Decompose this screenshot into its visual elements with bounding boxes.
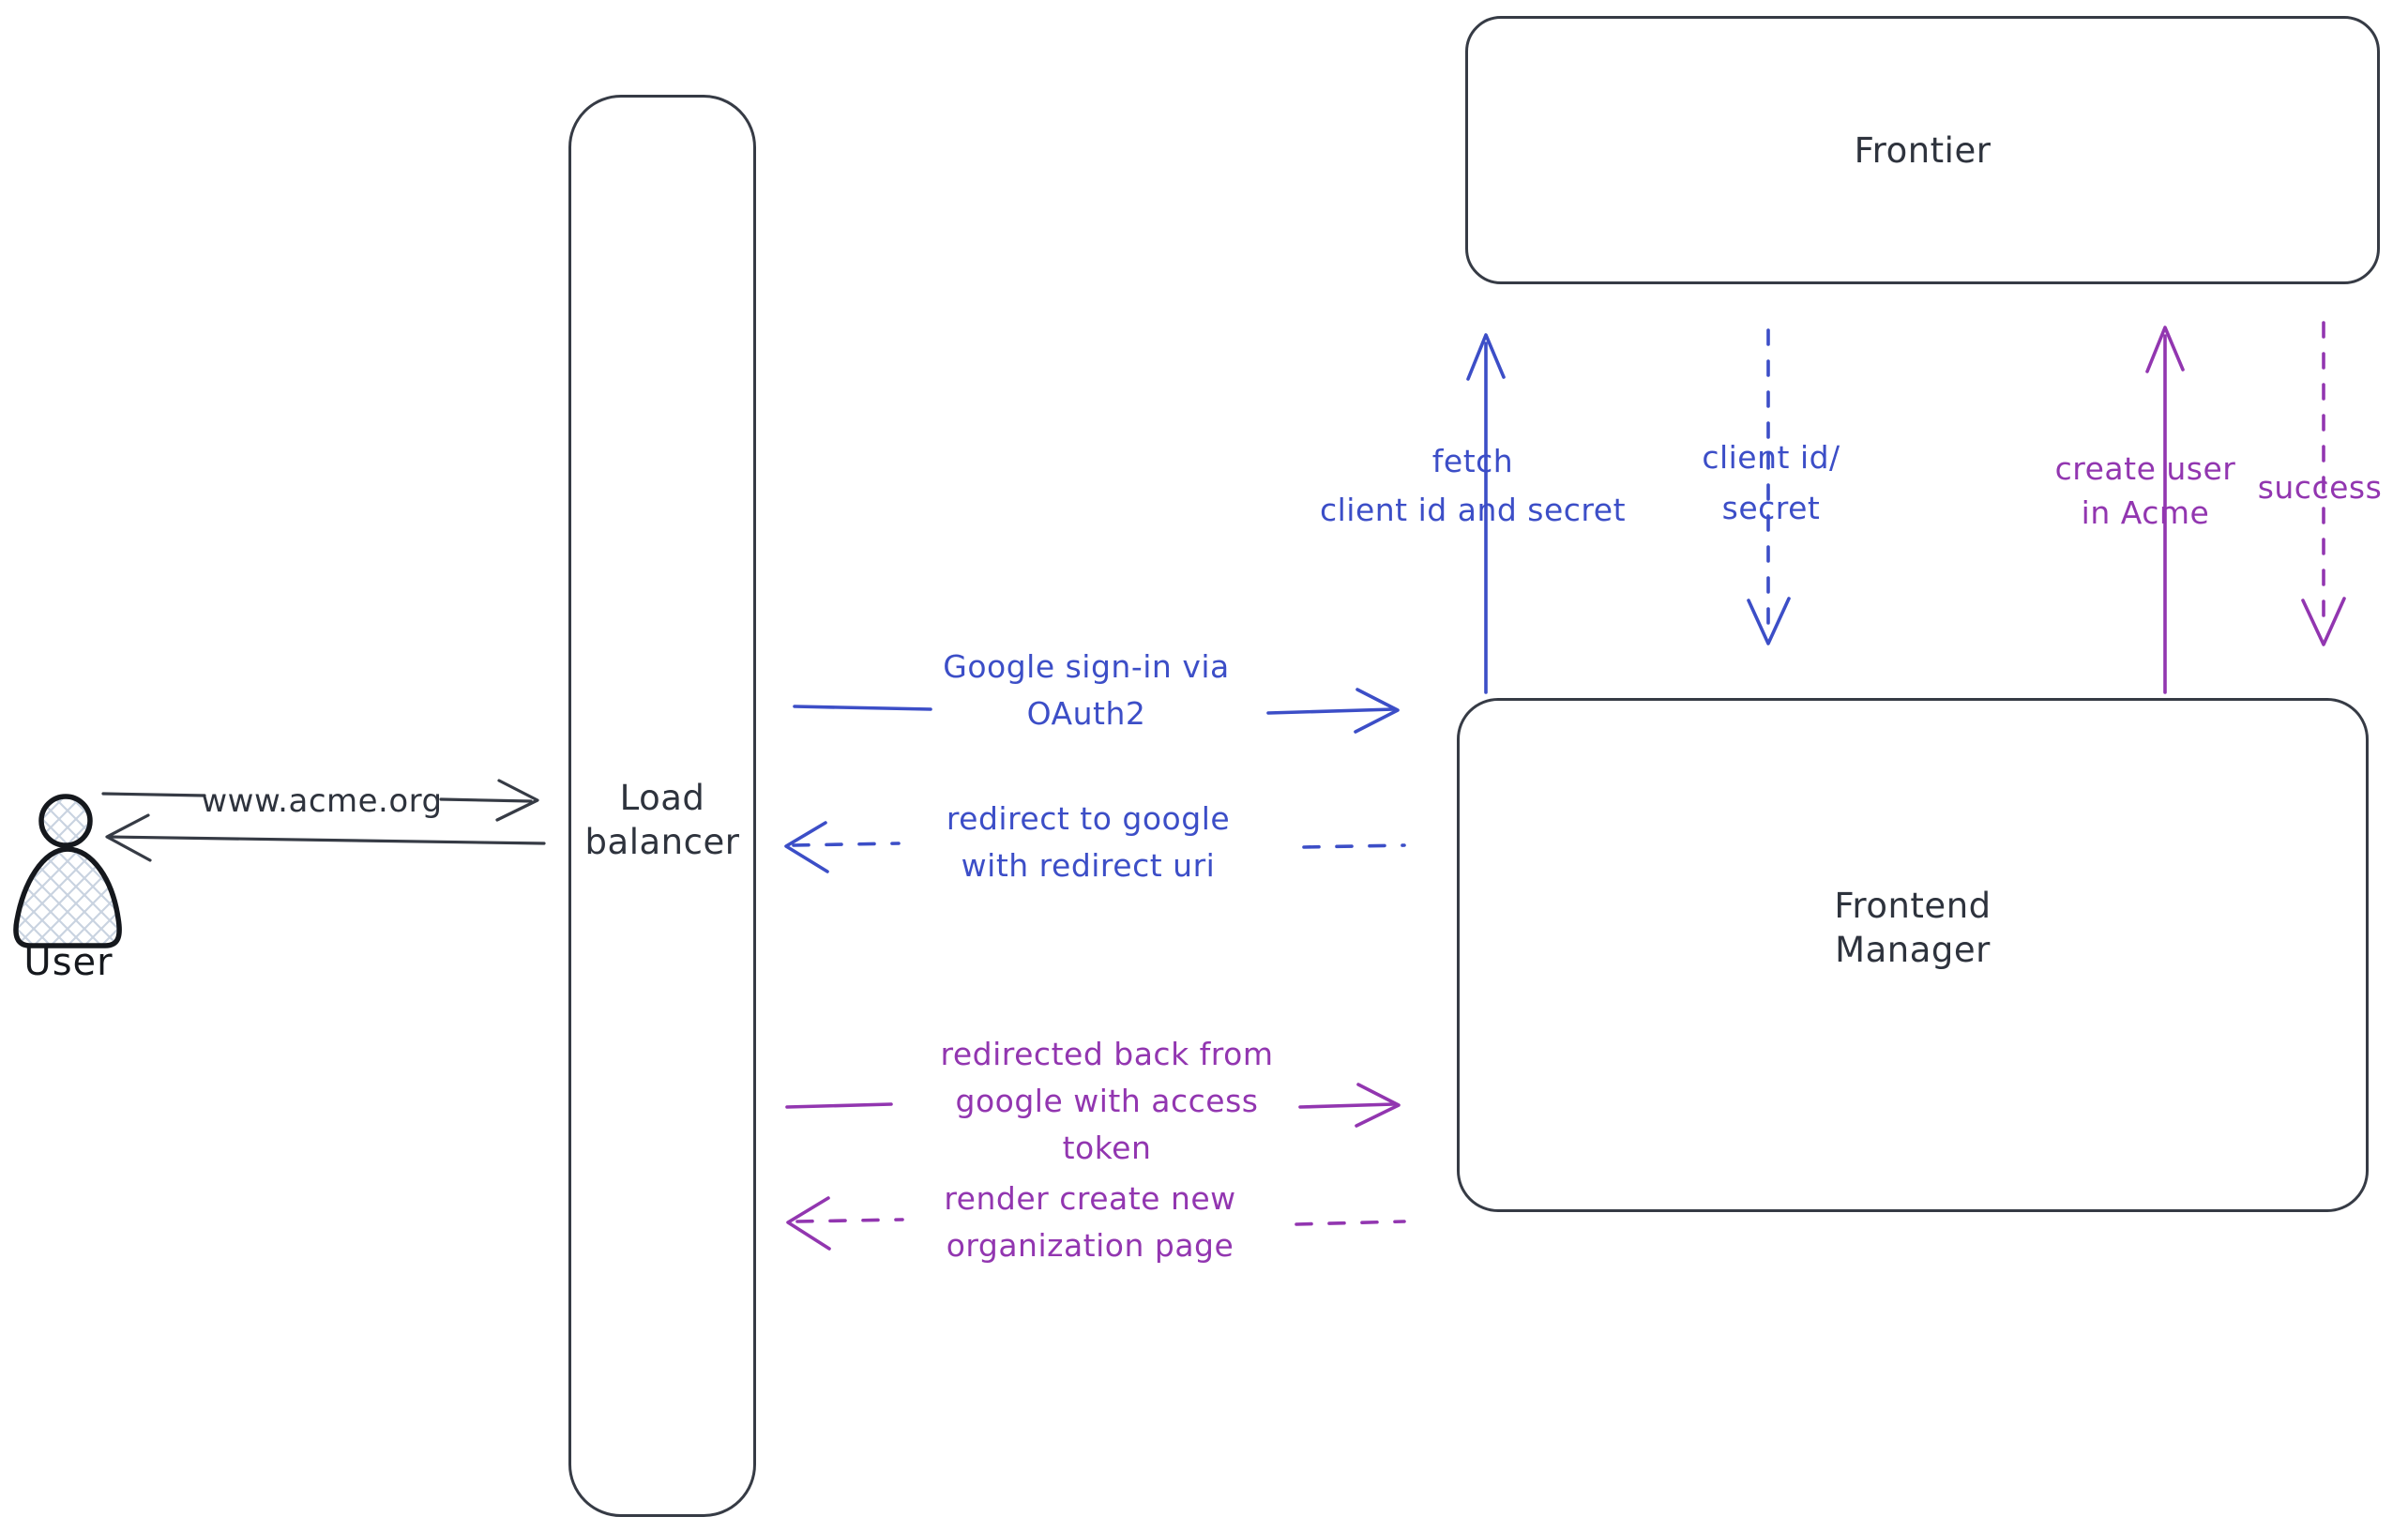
edge-label-google-signin: Google sign-in via OAuth2 — [943, 648, 1230, 732]
edge-redirected-back-arrow — [785, 1083, 1401, 1128]
edge-label-render-create: render create new organization page — [944, 1180, 1236, 1264]
edge-create-user-arrow — [2145, 326, 2185, 694]
node-frontend-manager: Frontend Manager — [1457, 698, 2369, 1212]
node-load-balancer: Load balancer — [568, 95, 756, 1517]
edge-redirect-google-arrow — [784, 821, 1406, 873]
edge-label-redirected-back: redirected back from google with access … — [940, 1036, 1274, 1166]
user-body-icon — [13, 846, 122, 948]
edge-success-arrow — [2301, 321, 2346, 646]
edge-label-redirect-google: redirect to google with redirect uri — [946, 800, 1231, 884]
edge-www-acme-arrow — [101, 779, 539, 822]
user-label: User — [23, 941, 114, 984]
node-frontier: Frontier — [1465, 16, 2380, 284]
user-head-icon — [38, 794, 93, 848]
edge-client-id-secret-arrow — [1747, 328, 1791, 645]
edge-google-signin-arrow — [793, 688, 1400, 734]
user-figure-icon — [13, 794, 122, 948]
edge-fetch-secret-arrow — [1466, 333, 1506, 694]
edge-label-www-acme: www.acme.org — [201, 782, 443, 820]
load-balancer-label: Load balancer — [584, 778, 740, 862]
edge-return-to-user-arrow — [105, 813, 546, 862]
edge-label-success: success — [2257, 469, 2383, 506]
frontier-label: Frontier — [1854, 129, 1992, 171]
edge-label-client-id-secret: client id/ secret — [1702, 439, 1840, 526]
edge-render-create-arrow — [786, 1196, 1406, 1251]
edge-label-fetch-secret: fetch client id and secret — [1319, 443, 1627, 528]
edge-label-create-user: create user in Acme — [2054, 450, 2236, 531]
frontend-manager-label: Frontend Manager — [1834, 886, 1992, 970]
